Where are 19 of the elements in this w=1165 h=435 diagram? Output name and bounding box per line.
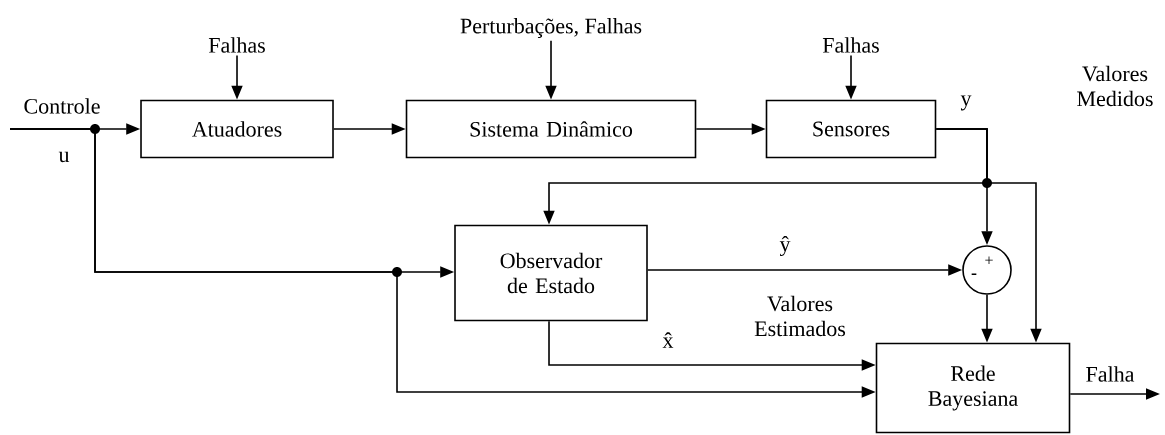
edge-label: Controle [24,98,100,114]
edge-label: y [960,95,972,111]
label: + [985,256,993,264]
edge-label: Falha [1086,366,1135,382]
input-label: Perturbações, Falhas [460,18,642,38]
block-box: Sensores [765,99,937,159]
edge-label: ŷ [779,235,791,256]
block-box: Sistema Dinâmico [405,99,697,159]
label: Valores Medidos [1077,65,1153,107]
edge-label: x̂ [662,332,674,348]
label: - [971,273,977,275]
block-box: Atuadores [140,99,334,159]
block-box: Rede Bayesiana [875,342,1071,434]
label: Valores Estimados [754,295,846,337]
input-label: Falhas [822,37,879,53]
input-label: Falhas [208,37,265,53]
summing-junction [962,245,1012,295]
label: u [58,151,70,163]
block-box: Observador de Estado [454,224,648,322]
